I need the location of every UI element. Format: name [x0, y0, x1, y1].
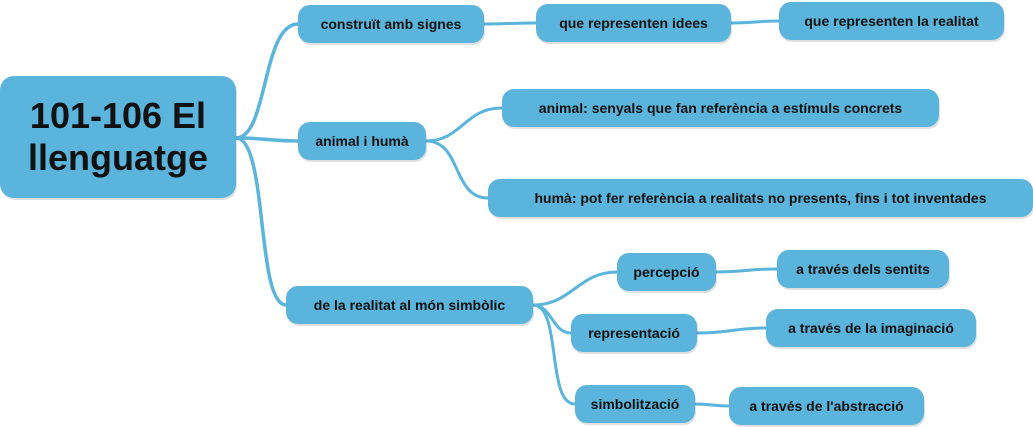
link-realitat-representacio	[531, 303, 573, 335]
topic-label: animal: senyals que fan referència a est…	[538, 100, 903, 116]
link-root-animal	[234, 136, 300, 143]
topic-label: animal i humà	[315, 133, 409, 149]
topic-que-representen-la-realitat[interactable]: que representen la realitat	[779, 2, 1004, 40]
topic-label: simbolització	[590, 396, 680, 412]
topic-percepcio[interactable]: percepció	[617, 253, 716, 291]
topic-simbolitzacio[interactable]: simbolització	[575, 385, 695, 423]
topic-label: humà: pot fer referència a realitats no …	[534, 190, 987, 206]
link-idees-realitat	[729, 19, 781, 25]
link-animal-senyals	[424, 106, 504, 143]
link-signes-idees	[482, 21, 538, 26]
root-topic-label: 101-106 El llenguatge	[27, 95, 209, 178]
topic-representacio[interactable]: representació	[571, 314, 697, 352]
topic-que-representen-idees[interactable]: que representen idees	[536, 4, 731, 42]
topic-label: construït amb signes	[320, 16, 462, 32]
root-topic[interactable]: 101-106 El llenguatge	[0, 76, 236, 198]
topic-a-traves-de-la-imaginacio[interactable]: a través de la imaginació	[766, 309, 976, 347]
topic-a-traves-de-labstraccio[interactable]: a través de l'abstracció	[729, 387, 924, 425]
topic-huma-realitats-no-presents[interactable]: humà: pot fer referència a realitats no …	[488, 179, 1033, 217]
link-representacio-imaginacio	[695, 326, 768, 335]
topic-de-la-realitat-al-mon-simbolic[interactable]: de la realitat al món simbòlic	[286, 286, 533, 324]
topic-label: representació	[588, 325, 680, 341]
link-animal-huma	[424, 139, 490, 200]
topic-construit-amb-signes[interactable]: construït amb signes	[298, 5, 484, 43]
topic-label: a través de l'abstracció	[749, 398, 904, 414]
link-realitat-simbolitzacio	[531, 303, 577, 406]
topic-label: percepció	[633, 264, 700, 280]
topic-label: que representen idees	[559, 15, 708, 31]
topic-label: a través dels sentits	[796, 261, 930, 277]
topic-animal-senyals[interactable]: animal: senyals que fan referència a est…	[502, 89, 939, 127]
link-realitat-percepcio	[531, 270, 619, 307]
topic-label: a través de la imaginació	[788, 320, 954, 336]
link-percepcio-sentits	[714, 267, 779, 274]
link-root-realitat	[234, 136, 288, 307]
topic-label: que representen la realitat	[804, 13, 979, 29]
topic-label: de la realitat al món simbòlic	[313, 297, 506, 313]
link-root-signes	[234, 22, 300, 140]
link-simbolitzacio-abstraccio	[693, 402, 731, 408]
topic-a-traves-dels-sentits[interactable]: a través dels sentits	[777, 250, 949, 288]
topic-animal-i-huma[interactable]: animal i humà	[298, 122, 426, 160]
